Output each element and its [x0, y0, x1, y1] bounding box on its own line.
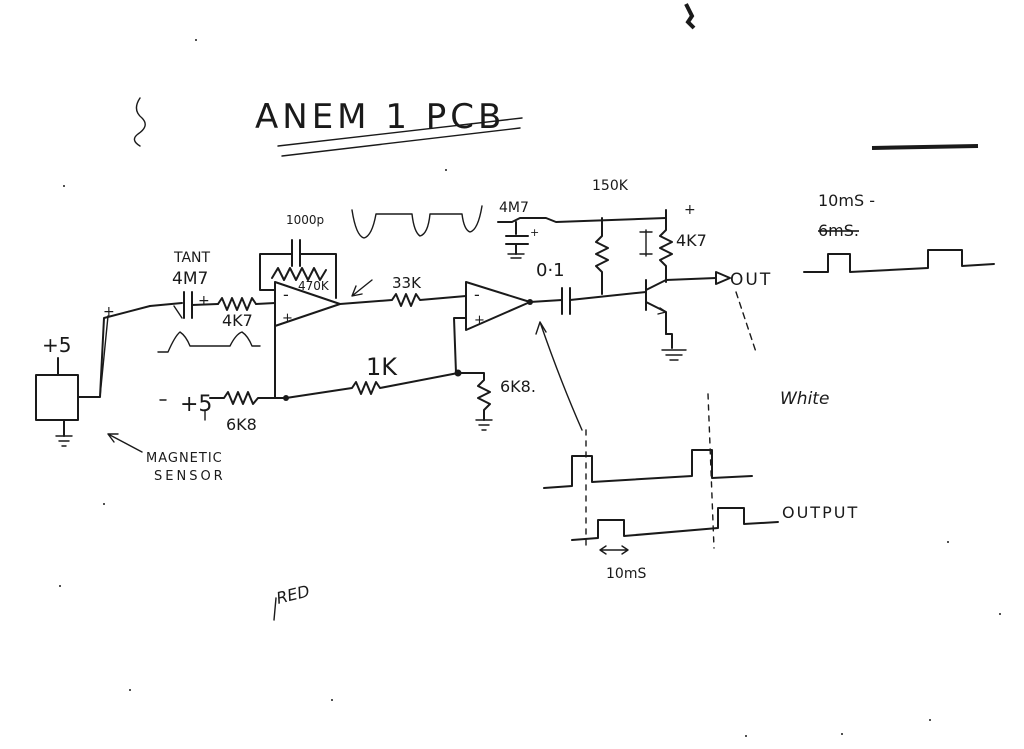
top-ink-blot	[684, 3, 696, 30]
out-dashed-link	[735, 291, 757, 353]
cap-0-1-label: 0·1	[536, 260, 565, 281]
res-33k-label: 33K	[392, 274, 422, 292]
input-cap-arrow	[173, 305, 183, 319]
ten-ms-bottom-label: 10mS	[606, 566, 646, 582]
res-1k-label: 1K	[366, 353, 398, 381]
ten-ms-span-arrow	[599, 545, 629, 555]
transistor-collector	[645, 279, 667, 291]
collector-resistor-4k7	[659, 209, 673, 283]
input-resistor-4k7	[217, 297, 257, 311]
resistor-150k	[595, 217, 609, 295]
pulse-waveform-output	[571, 507, 779, 541]
opamp-1	[274, 281, 341, 327]
top-cap-plus: +	[530, 226, 539, 239]
cap-1000p-label: 1000p	[286, 213, 324, 227]
transistor-emitter-arrow	[657, 307, 667, 315]
top-right-mark	[871, 144, 979, 150]
bias-resistor-6k8	[209, 391, 287, 405]
res-470k-label: 470K	[298, 279, 330, 293]
coupling-wire-a	[529, 299, 563, 303]
sensor-label: SENSOR	[154, 469, 226, 484]
opamp-2-plus: +	[474, 313, 485, 328]
input-res-value: 4K7	[222, 311, 253, 330]
transistor-ground-lead	[665, 333, 673, 349]
collector-resistor-marker	[639, 229, 653, 257]
input-wire-b	[191, 303, 219, 306]
output-label: OUTPUT	[782, 503, 859, 522]
title: ANEM 1 PCB	[255, 97, 505, 137]
output-wire	[665, 277, 717, 281]
res-150k-label: 150K	[592, 178, 629, 194]
opamp-1-plus: +	[282, 311, 293, 326]
input-plus5-label: +5	[180, 392, 212, 417]
opamp-2-minus: -	[474, 285, 480, 304]
input-cap-4m7	[183, 291, 193, 319]
input-cap-plus-b: +	[198, 293, 210, 309]
struck-top-label: 6mS.	[818, 221, 859, 240]
white-label: White	[780, 389, 829, 409]
sensor-pointer-arrow	[107, 433, 143, 453]
feedback-resistor-470k	[271, 267, 327, 281]
opamp-2	[465, 281, 531, 331]
sensor-ground-symbol	[55, 435, 73, 447]
red-stroke	[273, 597, 277, 621]
transistor-emitter	[645, 301, 667, 335]
sensor-output-wire	[77, 305, 151, 398]
input-wire-c	[255, 302, 276, 305]
input-pulse-waveform	[157, 331, 261, 353]
magnetic-label: MAGNETIC	[146, 451, 223, 466]
feedback-wire-right	[299, 253, 337, 299]
paper-specks	[59, 39, 1001, 737]
out-label: OUT	[730, 270, 772, 290]
top-cap-4m7	[505, 235, 529, 245]
top-cap-ground	[507, 253, 525, 259]
res-4k7-out-label: 4K7	[676, 231, 707, 250]
ground-resistor-6k8	[457, 372, 491, 421]
input-cap-plus-a: +	[103, 304, 115, 320]
output-arrowhead	[715, 271, 731, 285]
output-square-wave	[803, 249, 995, 273]
top-cap-4m7-label: 4M7	[499, 200, 529, 216]
magnetic-sensor-box	[35, 374, 79, 421]
title-underline-2	[281, 127, 521, 157]
title-underline-1	[277, 117, 523, 147]
opamp-1-minus: -	[283, 285, 289, 304]
tant-label: TANT	[173, 250, 211, 266]
pulse-waveform-top	[543, 449, 753, 489]
feedback-cap-1000p	[291, 239, 301, 267]
top-supply-rail	[497, 217, 667, 223]
coupling-cap-0-1	[561, 287, 571, 315]
sensor-plus5-label: +5	[42, 333, 71, 357]
input-wire-a	[149, 302, 183, 307]
coupling-wire-b	[569, 291, 647, 301]
ground-symbol-mid	[475, 419, 493, 431]
top-ringing-waveform	[351, 205, 483, 239]
opamp-2-output-pointer	[535, 321, 583, 431]
sensor-output-wire-2	[99, 315, 109, 398]
ground-res-6k8-label: 6K8.	[500, 377, 536, 396]
feedback-wire-left	[259, 253, 293, 291]
resistor-1k	[285, 372, 459, 399]
input-cap-value: 4M7	[172, 269, 208, 289]
resistor-33k	[339, 293, 467, 307]
transistor-ground	[661, 349, 687, 361]
red-label: RED	[274, 581, 311, 608]
opamp-2-plus-wire	[453, 317, 467, 374]
supply-plus-label: +	[684, 202, 696, 218]
squiggle-mark	[133, 97, 146, 147]
ten-ms-top-label: 10mS -	[818, 191, 875, 210]
bias-res-6k8-label: 6K8	[226, 415, 257, 434]
opamp-1-output-arrow	[351, 279, 373, 297]
